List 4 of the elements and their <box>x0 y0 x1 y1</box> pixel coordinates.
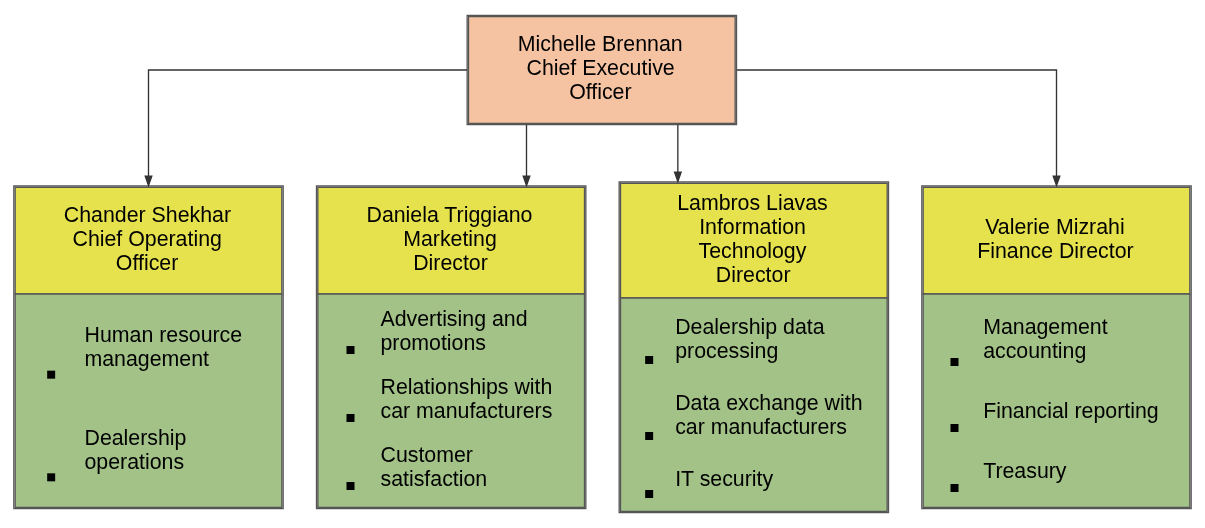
arrow <box>736 69 1061 188</box>
arrow <box>673 124 683 184</box>
arrow <box>144 69 468 188</box>
arrow <box>522 124 531 188</box>
